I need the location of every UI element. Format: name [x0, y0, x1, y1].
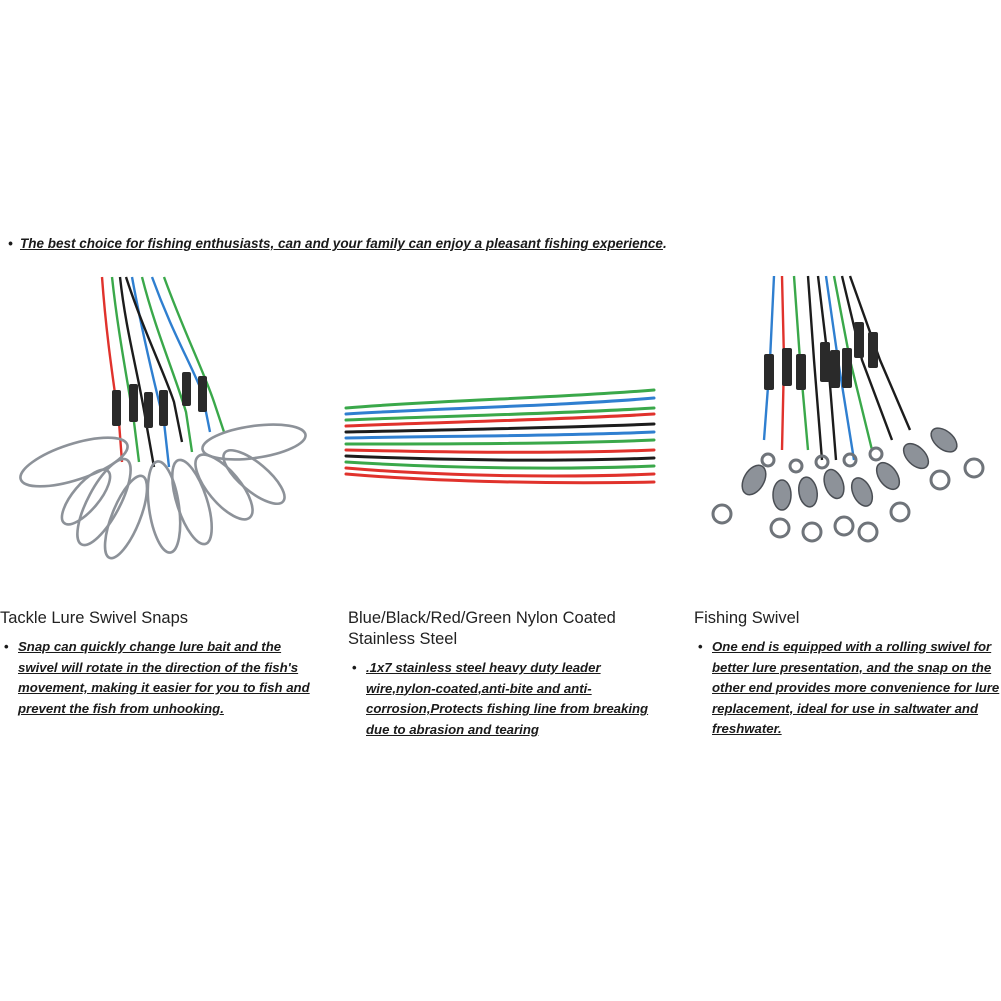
- swivel-bodies: [741, 427, 958, 511]
- bullet-glyph: •: [4, 639, 9, 654]
- intro-bullet: • The best choice for fishing enthusiasts…: [8, 236, 988, 251]
- snap-wires: [100, 276, 226, 468]
- coated-wire-image: [344, 388, 656, 485]
- column-bullet: • Snap can quickly change lure bait and …: [0, 637, 320, 719]
- column-title: Blue/Black/Red/Green Nylon Coated Stainl…: [348, 609, 616, 648]
- fishing-swivel-image: [711, 275, 985, 543]
- column-text: One end is equipped with a rolling swive…: [712, 639, 1000, 736]
- column-coated-wire: Blue/Black/Red/Green Nylon Coated Stainl…: [348, 608, 668, 740]
- swivel-sleeves: [764, 322, 878, 390]
- wire-bundle: [344, 388, 656, 485]
- snap-loops: [19, 423, 307, 560]
- column-bullet: • .1x7 stainless steel heavy duty leader…: [348, 658, 668, 740]
- column-swivel-snaps: Tackle Lure Swivel Snaps • Snap can quic…: [0, 608, 320, 719]
- column-fishing-swivel: Fishing Swivel • One end is equipped wit…: [694, 608, 1001, 740]
- wire-black-2: [124, 276, 184, 443]
- intro-text: The best choice for fishing enthusiasts,…: [20, 236, 663, 251]
- crimp-sleeves: [112, 372, 207, 428]
- swivel-rings: [711, 446, 985, 543]
- column-text: Snap can quickly change lure bait and th…: [18, 639, 310, 716]
- intro-period: .: [662, 236, 667, 251]
- swivel-snaps-image: [19, 276, 307, 560]
- column-text: .1x7 stainless steel heavy duty leader w…: [366, 660, 649, 737]
- column-title: Fishing Swivel: [694, 609, 800, 627]
- column-bullet: • One end is equipped with a rolling swi…: [694, 637, 1001, 740]
- wire-green-2: [140, 276, 194, 453]
- bullet-glyph: •: [698, 639, 703, 654]
- column-title: Tackle Lure Swivel Snaps: [0, 609, 189, 627]
- bullet-glyph: •: [8, 236, 13, 251]
- bullet-glyph: •: [352, 660, 357, 675]
- wire-red: [100, 276, 124, 463]
- wire-green-3: [162, 276, 226, 433]
